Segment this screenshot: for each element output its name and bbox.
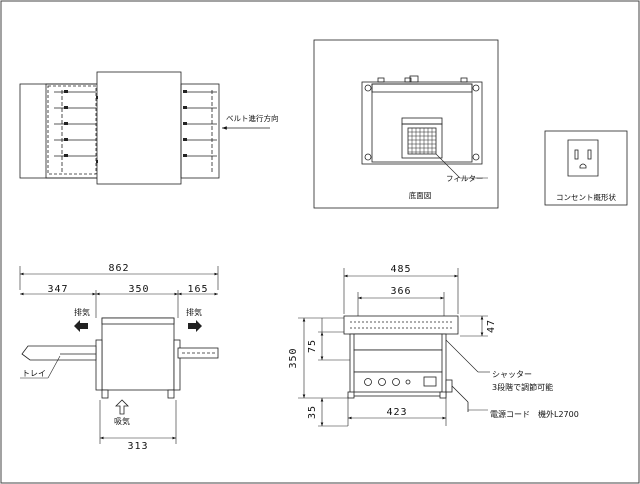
filter-grid — [407, 127, 437, 155]
dim-front-width: 485 — [390, 264, 411, 275]
exhaust-left-arrow — [74, 320, 88, 332]
dim-upper: 75 — [307, 339, 318, 353]
side-view-body — [101, 317, 175, 391]
dim-front-base: 423 — [386, 407, 407, 418]
dim-total-width: 862 — [108, 263, 129, 274]
outlet-shape — [567, 139, 599, 177]
shutter-leader — [445, 339, 479, 373]
side-view-tray — [21, 345, 97, 361]
dim-center-segment: 350 — [128, 284, 149, 295]
control-knob-3-icon — [392, 378, 400, 386]
power-cord-label: 電源コード 機外L2700 — [490, 409, 579, 419]
top-view — [19, 71, 220, 185]
front-view-dimensions — [298, 268, 488, 427]
intake-label: 吸気 — [114, 416, 130, 426]
front-view — [343, 315, 469, 412]
filter-label: フィルター — [446, 174, 483, 183]
tray-label: トレイ — [22, 369, 46, 378]
control-knob-2-icon — [378, 378, 386, 386]
front-view-top-conveyor — [343, 315, 459, 335]
bottom-view-title: 底面図 — [409, 190, 432, 200]
exhaust-right-arrow — [188, 320, 202, 332]
dim-height: 350 — [288, 347, 299, 368]
dim-top-gap: 47 — [486, 319, 497, 333]
control-knob-1-icon — [364, 378, 372, 386]
dim-front-inner: 366 — [390, 286, 411, 297]
dim-leg: 35 — [307, 405, 318, 419]
top-view-right-conveyor — [180, 83, 220, 179]
indicator-lamp-icon — [405, 379, 411, 385]
top-view-body — [96, 71, 182, 185]
bottom-view — [361, 75, 488, 179]
front-view-shutter — [353, 349, 443, 373]
top-view-left-tray — [19, 83, 101, 179]
side-view-dimensions — [19, 266, 219, 444]
shutter-note: 3段階で調節可能 — [492, 382, 553, 392]
dim-right-segment: 165 — [187, 284, 208, 295]
exhaust-left-label: 排気 — [74, 307, 90, 317]
tray-leader — [47, 355, 61, 379]
exhaust-right-label: 排気 — [186, 307, 202, 317]
belt-direction-label: ベルト進行方向 — [226, 113, 279, 123]
exhaust-arrows — [74, 320, 202, 332]
dim-base-width: 313 — [127, 441, 148, 452]
outlet-frame — [544, 130, 628, 206]
intake-arrow — [115, 399, 129, 415]
dim-left-segment: 347 — [47, 284, 68, 295]
bottom-view-frame — [313, 39, 499, 209]
shutter-label: シャッター — [492, 370, 532, 379]
side-view — [21, 317, 219, 399]
outlet-shape-label: コンセント概形状 — [556, 192, 616, 202]
display-icon — [423, 376, 437, 387]
